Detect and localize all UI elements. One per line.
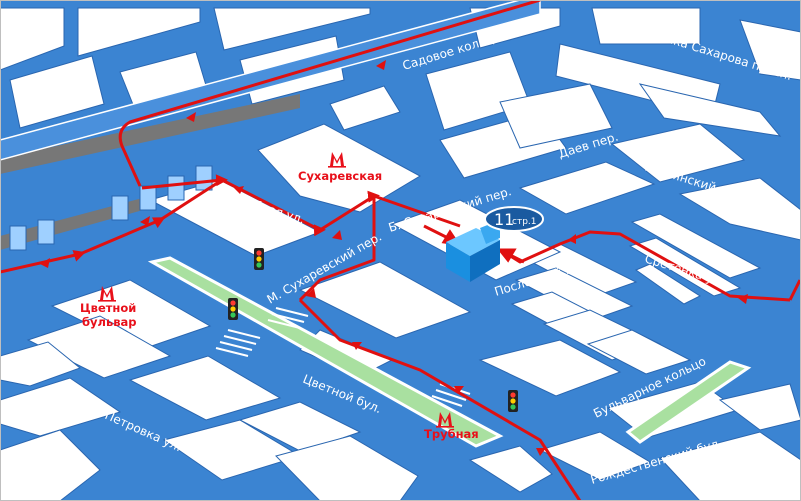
direction-arrow-icon xyxy=(332,230,342,240)
route-line-sukharevsky xyxy=(298,196,376,302)
crosswalk-stripe xyxy=(435,389,467,401)
block xyxy=(0,377,122,437)
flyover-pillar xyxy=(9,225,27,251)
direction-arrow-icon xyxy=(186,112,196,122)
building-suffix: стр.1 xyxy=(512,217,537,227)
flyover-pillar xyxy=(167,175,185,201)
block xyxy=(718,383,801,431)
block xyxy=(499,83,613,149)
crosswalks xyxy=(215,307,471,407)
metro-markers xyxy=(98,152,454,428)
block xyxy=(468,445,553,493)
block xyxy=(586,329,692,375)
rozhdestvensky-boulevard-park xyxy=(625,360,752,444)
direction-arrow-icon xyxy=(536,448,546,456)
block xyxy=(128,355,282,421)
crosswalk-stripe xyxy=(223,335,257,345)
block xyxy=(638,83,782,137)
block xyxy=(9,55,105,129)
block xyxy=(213,7,371,51)
block xyxy=(678,177,801,241)
route-line-loop xyxy=(141,178,223,190)
flyover-shadow xyxy=(0,94,300,174)
block xyxy=(26,315,172,379)
block xyxy=(77,7,201,57)
block xyxy=(739,19,801,81)
flyover-pillar xyxy=(139,185,157,211)
crosswalk-stripe xyxy=(267,319,301,329)
direction-arrow-icon xyxy=(738,294,748,304)
traffic-light-icon xyxy=(254,248,264,270)
direction-arrow-icon xyxy=(568,234,576,244)
metro-label-tsvetnoy-line1: Цветной xyxy=(80,301,136,315)
route-arrows xyxy=(40,60,748,456)
block xyxy=(591,7,701,45)
building-label: 11 стр.1 xyxy=(484,206,544,232)
crosswalk-stripe xyxy=(275,307,309,317)
building-icon xyxy=(446,220,500,282)
route-line-tsvetnoy xyxy=(298,298,582,501)
block xyxy=(0,429,101,501)
route-line-sadovoe xyxy=(118,0,541,187)
building-number: 11 xyxy=(494,210,514,229)
block xyxy=(329,85,401,131)
crosswalk-stripe xyxy=(227,329,261,339)
crosswalk-stripe xyxy=(219,341,253,351)
block xyxy=(628,237,742,297)
striped-block xyxy=(510,213,762,375)
traffic-light-icon xyxy=(228,298,238,320)
direction-arrow-icon xyxy=(140,216,150,226)
block xyxy=(630,213,762,279)
block xyxy=(0,7,65,71)
block xyxy=(659,431,801,501)
crosswalk-stripe xyxy=(431,395,463,407)
building-label-bubble xyxy=(484,206,544,232)
traffic-lights xyxy=(228,248,518,412)
block xyxy=(538,431,652,481)
route-line-edge xyxy=(788,279,801,301)
flyover-pillar xyxy=(111,195,129,221)
traffic-light-icon xyxy=(508,390,518,412)
direction-arrow-icon xyxy=(496,248,517,263)
block xyxy=(478,339,622,397)
block xyxy=(610,123,746,183)
block xyxy=(238,401,362,453)
direction-arrow-icon xyxy=(352,342,362,350)
crosswalk-stripe xyxy=(215,347,249,357)
building-side-left xyxy=(446,242,470,282)
block xyxy=(518,161,656,215)
direction-arrow-icon xyxy=(234,186,244,194)
block xyxy=(634,263,702,305)
block xyxy=(298,261,472,339)
metro-icon xyxy=(436,412,454,428)
block xyxy=(0,341,82,387)
route-line-sretenka xyxy=(503,230,791,302)
direction-arrow-icon xyxy=(306,288,316,298)
metro-icon xyxy=(328,152,346,168)
crosswalk-stripe xyxy=(271,313,305,323)
direction-arrow-icon xyxy=(454,386,464,394)
flyover-pillar xyxy=(37,219,55,245)
building-side-right xyxy=(470,240,500,282)
metro-label-sukharevskaya: Сухаревская xyxy=(298,169,382,183)
direction-arrow-icon xyxy=(376,60,386,70)
metro-label-trubnaya: Трубная xyxy=(424,427,479,441)
direction-arrow-icon xyxy=(40,258,50,268)
block xyxy=(275,435,419,501)
metro-label-tsvetnoy-line2: бульвар xyxy=(82,315,137,329)
metro-icon xyxy=(98,286,116,302)
